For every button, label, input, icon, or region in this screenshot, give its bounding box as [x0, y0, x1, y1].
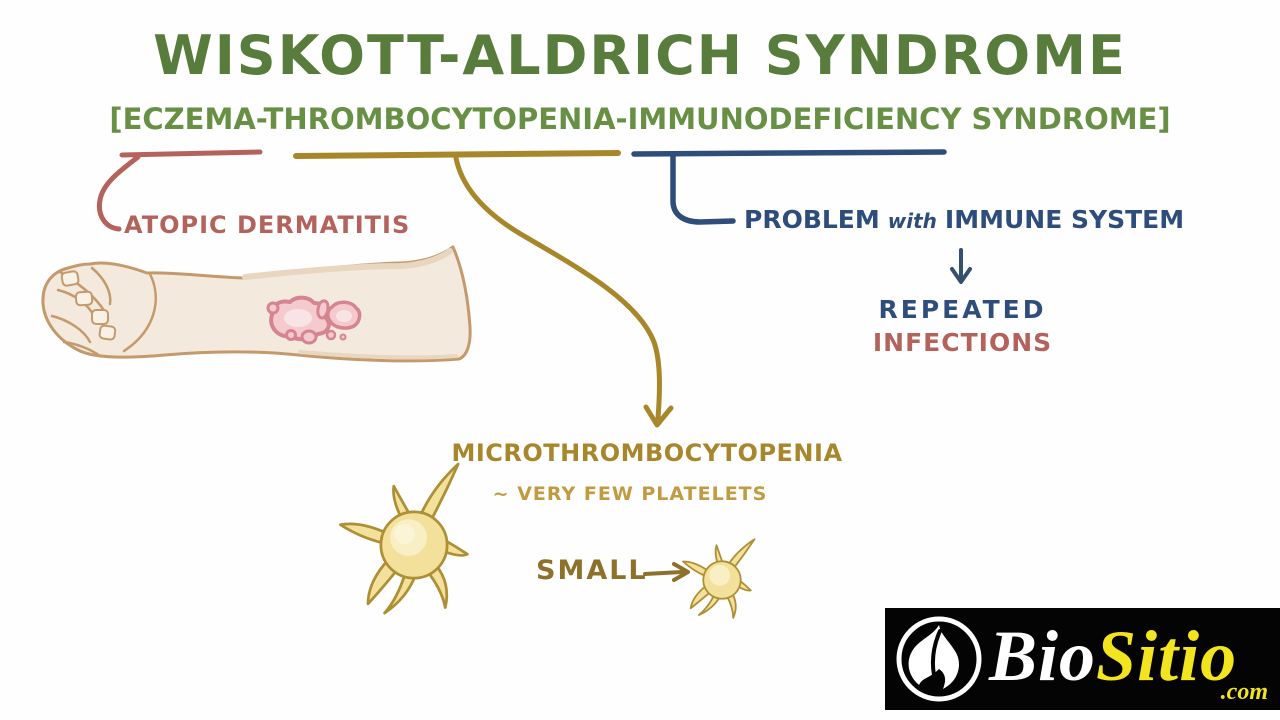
eczema-patches [266, 295, 362, 345]
logo-wordmark: BioSitio [989, 608, 1237, 704]
problem-word-problem: PROBLEM [744, 205, 880, 234]
label-atopic-dermatitis: ATOPIC DERMATITIS [124, 211, 411, 239]
down-arrow-icon [950, 248, 972, 284]
thrombocytopenia-underline [293, 150, 621, 159]
problem-word-with: with [887, 209, 937, 233]
problem-word-immune-system: IMMUNE SYSTEM [944, 205, 1185, 234]
eczema-underline [119, 149, 263, 158]
label-infections: INFECTIONS [872, 328, 1053, 357]
label-repeated: REPEATED [878, 295, 1047, 324]
right-arrow-icon [643, 562, 690, 582]
eczema-connector-line [96, 154, 141, 232]
arm-eczema-illustration [41, 245, 472, 363]
logo-bio: Bio [989, 616, 1097, 696]
immunodeficiency-underline [631, 149, 947, 157]
label-problem-immune-system: PROBLEM with IMMUNE SYSTEM [744, 205, 1184, 234]
repeated-infections-block: REPEATED INFECTIONS [835, 295, 1090, 357]
platelet-small-illustration [682, 538, 756, 619]
label-microthrombocytopenia: MICROTHROMBOCYTOPENIA [451, 439, 843, 467]
label-small: SMALL [536, 555, 648, 586]
immunodeficiency-bracket-connector [670, 152, 736, 225]
subtitle: [ECZEMA-THROMBOCYTOPENIA-IMMUNODEFICIENC… [109, 102, 1171, 136]
flame-icon [896, 616, 982, 702]
fingernails [60, 270, 117, 341]
page-title: WISKOTT-ALDRICH SYNDROME [153, 24, 1127, 87]
platelet-large-illustration [339, 462, 469, 615]
biositio-logo: BioSitio .com [885, 608, 1280, 710]
logo-sitio: Sitio [1096, 616, 1238, 696]
label-very-few-platelets: ~ VERY FEW PLATELETS [492, 483, 768, 505]
logo-com: .com [1220, 679, 1268, 705]
thrombocytopenia-arrow-connector [453, 155, 674, 428]
